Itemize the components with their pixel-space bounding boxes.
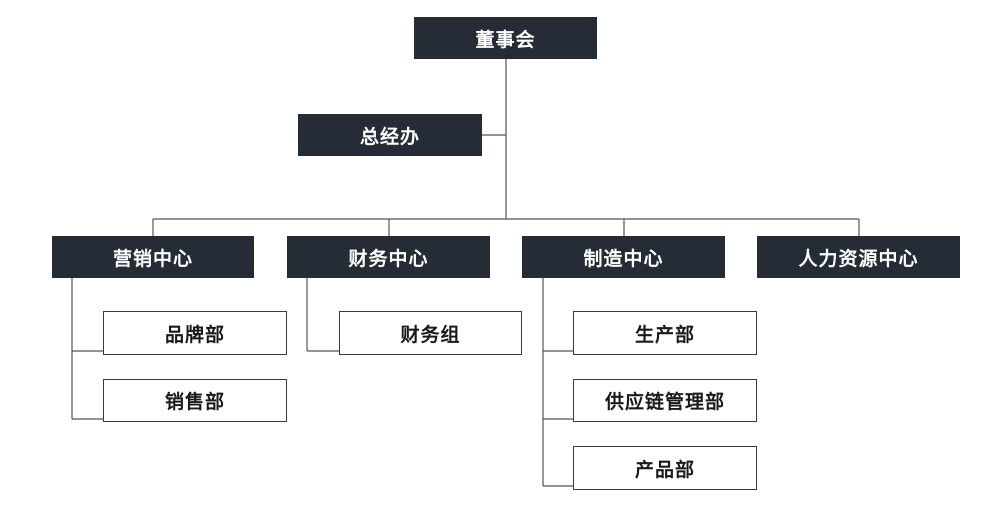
node-general-office: 总经办 [298,114,482,156]
node-finance-group: 财务组 [339,311,522,355]
node-marketing-center: 营销中心 [52,236,254,278]
node-sales-dept: 销售部 [103,379,287,422]
node-hr-center: 人力资源中心 [757,236,960,278]
node-supply-chain-dept: 供应链管理部 [573,379,757,422]
node-product-dept: 产品部 [573,446,757,490]
node-manufacturing-center: 制造中心 [522,236,725,278]
node-board: 董事会 [414,17,597,59]
node-finance-center: 财务中心 [287,236,490,278]
node-brand-dept: 品牌部 [103,311,287,355]
node-production-dept: 生产部 [573,311,757,355]
